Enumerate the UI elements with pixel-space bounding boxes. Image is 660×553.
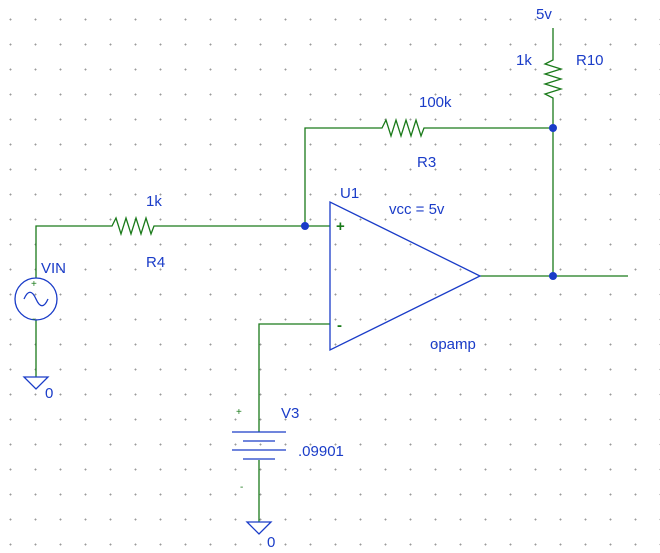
v3-plus-marker: + — [236, 407, 242, 418]
junction-plus-input — [301, 222, 309, 230]
ground-icon-v3 — [245, 521, 273, 535]
r3-name: R3 — [417, 154, 436, 171]
ac-source-icon: + - — [14, 277, 58, 325]
opamp-triangle — [329, 200, 482, 352]
junctions — [301, 124, 557, 280]
r10-name: R10 — [576, 52, 604, 69]
opamp-supply-note: vcc = 5v — [389, 201, 445, 218]
junction-feedback — [549, 124, 557, 132]
r10-value: 1k — [516, 52, 532, 69]
vin-plus-marker: + — [31, 279, 37, 290]
v3-minus-marker: - — [240, 482, 243, 493]
battery-icon: + - — [232, 407, 286, 493]
wire-vin-to-r4 — [35, 225, 108, 278]
sine-wave-icon — [23, 291, 49, 307]
resistor-r4 — [108, 215, 156, 237]
r4-value: 1k — [146, 193, 162, 210]
vin-ground-label: 0 — [45, 385, 53, 402]
vin-name: VIN — [41, 260, 66, 277]
resistor-r3 — [378, 117, 428, 139]
resistor-r10 — [542, 55, 564, 102]
opamp-ref: U1 — [340, 185, 359, 202]
vin-source-circle — [14, 277, 58, 321]
wire-feedback-left — [304, 127, 378, 226]
v3-name: V3 — [281, 405, 299, 422]
v3-value: .09901 — [298, 443, 344, 460]
opamp-plus-sign: + — [336, 218, 345, 235]
supply-label: 5v — [536, 6, 552, 23]
opamp-model: opamp — [430, 336, 476, 353]
junction-output — [549, 272, 557, 280]
v3-ground-label: 0 — [267, 534, 275, 551]
wire-minus-to-v3 — [258, 323, 330, 432]
opamp-u1: + - — [329, 200, 482, 352]
r3-value: 100k — [419, 94, 452, 111]
vin-minus-marker: - — [32, 314, 35, 325]
opamp-minus-sign: - — [337, 317, 342, 334]
ground-icon-vin — [22, 376, 50, 390]
r4-name: R4 — [146, 254, 165, 271]
